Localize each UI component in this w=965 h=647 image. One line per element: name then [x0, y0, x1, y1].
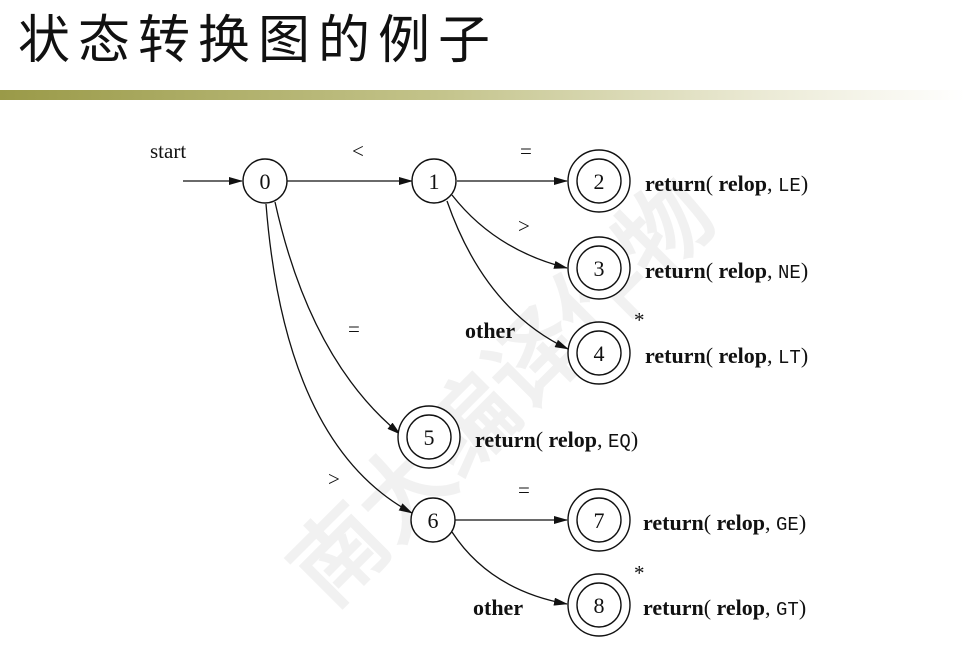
state-0-label: 0 — [260, 169, 271, 194]
edge-label-1-4: other — [465, 318, 515, 343]
action-7-arg: relop — [717, 510, 765, 535]
action-7-keyword: return — [643, 510, 704, 535]
action-5-token: EQ — [608, 431, 631, 453]
retract-star-4: * — [634, 308, 645, 332]
action-8-keyword: return — [643, 595, 704, 620]
action-4-keyword: return — [645, 343, 706, 368]
action-4-token: LT — [778, 347, 801, 369]
title-underline-bar — [0, 90, 965, 100]
edge-1-4 — [446, 200, 569, 350]
slide-title: 状态转换图的例子 — [18, 11, 499, 71]
edge-1-3 — [451, 194, 568, 269]
state-8: 8 — [567, 573, 631, 637]
action-state-2: return( relop, LE) — [645, 171, 808, 197]
state-0: 0 — [242, 158, 288, 204]
action-5-keyword: return — [475, 427, 536, 452]
action-state-5: return( relop, EQ) — [475, 427, 638, 453]
state-1-label: 1 — [429, 169, 440, 194]
edge-0-6 — [265, 203, 413, 514]
action-3-token: NE — [778, 262, 801, 284]
state-1: 1 — [411, 158, 457, 204]
action-5-arg: relop — [549, 427, 597, 452]
state-2: 2 — [567, 149, 631, 213]
action-2-arg: relop — [719, 171, 767, 196]
state-5-label: 5 — [424, 425, 435, 450]
action-3-arg: relop — [719, 258, 767, 283]
state-3: 3 — [567, 236, 631, 300]
edge-label-6-7: = — [518, 478, 530, 502]
start-label: start — [150, 139, 186, 163]
action-state-8: return( relop, GT) — [643, 595, 806, 621]
action-3-keyword: return — [645, 258, 706, 283]
action-2-token: LE — [778, 175, 801, 197]
action-8-token: GT — [776, 599, 799, 621]
state-8-label: 8 — [594, 593, 605, 618]
action-state-3: return( relop, NE) — [645, 258, 808, 284]
retract-star-8: * — [634, 561, 645, 585]
watermark-text: 南大编译作物 — [270, 160, 736, 626]
action-7-token: GE — [776, 514, 799, 536]
action-4-arg: relop — [719, 343, 767, 368]
edge-label-0-1: < — [352, 139, 364, 163]
state-7-label: 7 — [594, 508, 605, 533]
state-6-label: 6 — [428, 508, 439, 533]
edge-6-8 — [451, 531, 568, 606]
action-8-arg: relop — [717, 595, 765, 620]
action-state-7: return( relop, GE) — [643, 510, 806, 536]
state-7: 7 — [567, 488, 631, 552]
edge-0-5 — [274, 201, 401, 435]
edge-label-1-2: = — [520, 139, 532, 163]
edge-label-1-3: > — [518, 214, 530, 238]
action-2-keyword: return — [645, 171, 706, 196]
state-5: 5 — [397, 405, 461, 469]
state-3-label: 3 — [594, 256, 605, 281]
edge-label-0-5: = — [348, 317, 360, 341]
state-6: 6 — [410, 497, 456, 543]
edge-label-0-6: > — [328, 467, 340, 491]
state-2-label: 2 — [594, 169, 605, 194]
action-state-4: return( relop, LT) — [645, 343, 808, 369]
edge-label-6-8: other — [473, 595, 523, 620]
state-4-label: 4 — [594, 341, 605, 366]
state-4: 4 — [567, 321, 631, 385]
